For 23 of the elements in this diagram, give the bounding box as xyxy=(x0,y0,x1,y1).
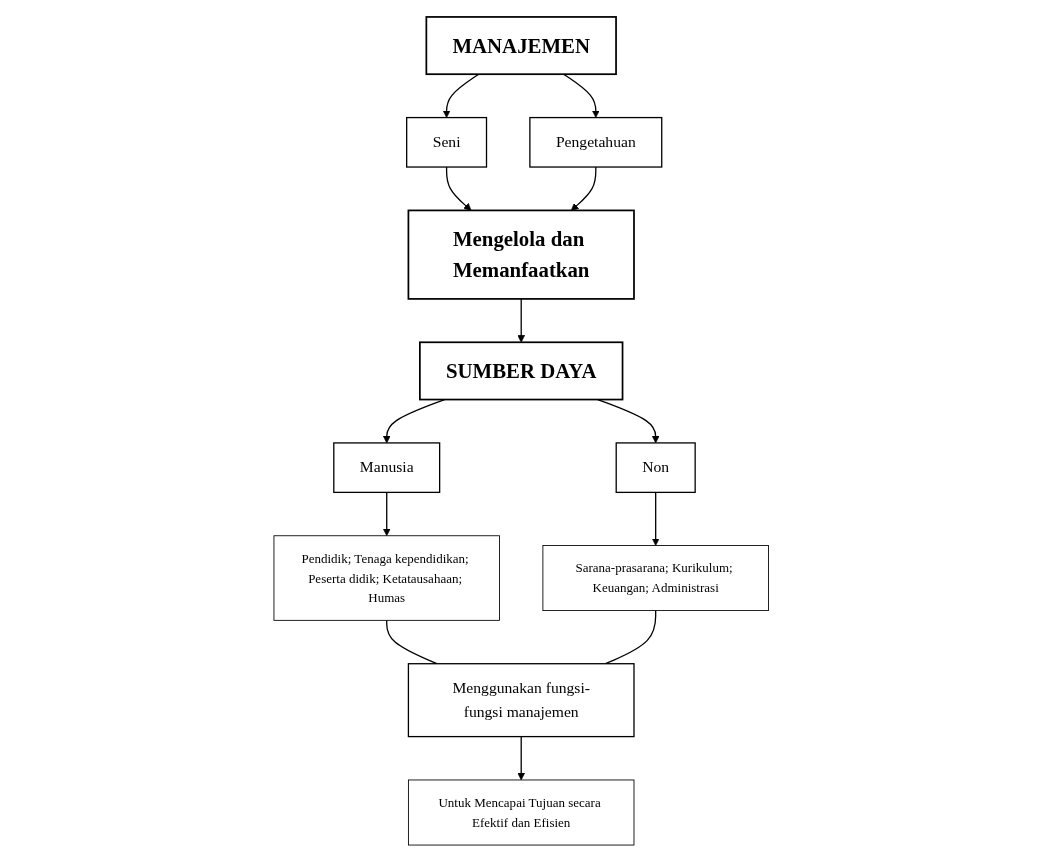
arrow xyxy=(597,398,660,444)
arrow xyxy=(383,398,446,444)
arrow xyxy=(446,166,472,211)
node-box: Manusia xyxy=(333,442,441,493)
arrow xyxy=(517,298,526,343)
node-box: Pendidik; Tenaga kependidikan; Peserta didik; Ketatausahaan; Humas xyxy=(273,535,501,621)
arrow xyxy=(652,491,660,546)
arrow xyxy=(443,73,480,118)
node-box: Mengelola dan Memanfaatkan xyxy=(407,209,636,300)
node-box: SUMBER DAYA xyxy=(419,341,624,401)
arrow xyxy=(383,491,391,537)
arrow xyxy=(563,73,600,118)
node-box: Pengetahuan xyxy=(529,116,663,168)
arrow xyxy=(517,735,526,781)
connector xyxy=(605,609,657,665)
node-box: Untuk Mencapai Tujuan secara Efektif dan Efisien xyxy=(408,779,635,846)
node-box: Seni xyxy=(406,116,488,168)
node-box: MANAJEMEN xyxy=(425,16,618,76)
node-box: Non xyxy=(615,442,697,493)
node-box: Menggunakan fungsi-fungsi manajemen xyxy=(408,663,635,738)
node-box: Sarana-prasarana; Kurikulum; Keuangan; Administrasi xyxy=(542,545,770,611)
connector xyxy=(386,619,438,665)
arrow xyxy=(571,166,597,211)
